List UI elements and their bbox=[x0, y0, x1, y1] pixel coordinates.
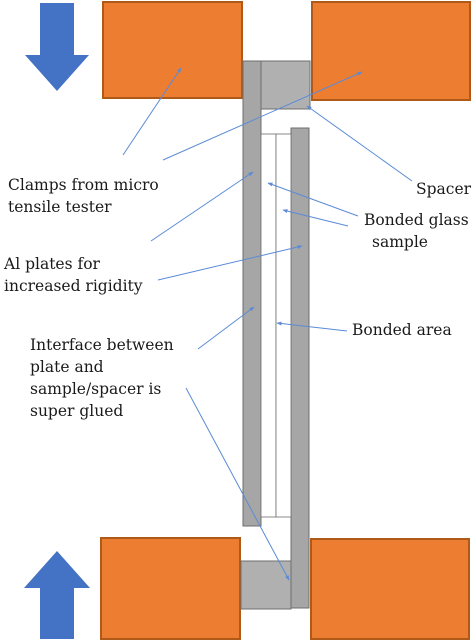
clamp-bottom-left bbox=[100, 537, 241, 640]
leader-al-plate-right bbox=[157, 245, 303, 281]
leader-glass-2 bbox=[282, 209, 349, 227]
label-bonded-glass: Bonded glass sample bbox=[364, 209, 469, 253]
clamp-bottom-right bbox=[310, 538, 470, 640]
label-bonded-glass-line1: Bonded glass bbox=[364, 211, 469, 229]
label-al-plates: Al plates for increased rigidity bbox=[4, 253, 143, 297]
leader-clamp-right bbox=[162, 71, 363, 161]
al-plate-right bbox=[290, 127, 310, 609]
leader-clamp-left bbox=[122, 67, 182, 156]
leader-al-plate-left bbox=[150, 171, 254, 242]
spacer-top bbox=[259, 60, 311, 110]
leader-interface-bottom bbox=[185, 387, 290, 581]
leader-glass-1 bbox=[267, 182, 359, 217]
label-clamps: Clamps from micro tensile tester bbox=[8, 174, 159, 218]
label-bonded-area: Bonded area bbox=[352, 319, 452, 341]
label-clamps-line2: tensile tester bbox=[8, 198, 112, 216]
label-clamps-line1: Clamps from micro bbox=[8, 176, 159, 194]
leader-interface-top bbox=[197, 306, 255, 350]
leader-spacer bbox=[306, 105, 413, 182]
label-al-plates-line1: Al plates for bbox=[4, 255, 100, 273]
leader-bonded-area bbox=[276, 321, 348, 332]
label-interface-line2: plate and bbox=[30, 358, 104, 376]
clamp-top-right bbox=[311, 1, 471, 101]
label-interface-line3: sample/spacer is bbox=[30, 380, 162, 398]
label-al-plates-line2: increased rigidity bbox=[4, 277, 143, 295]
label-spacer-line1: Spacer bbox=[416, 180, 472, 198]
label-bonded-area-line1: Bonded area bbox=[352, 321, 452, 339]
clamp-top-left bbox=[102, 1, 243, 99]
glass-sample-right bbox=[275, 133, 292, 518]
spacer-bottom bbox=[240, 560, 292, 610]
label-interface-line1: Interface between bbox=[30, 336, 174, 354]
label-interface: Interface between plate and sample/space… bbox=[30, 334, 174, 422]
label-bonded-glass-line2: sample bbox=[372, 233, 428, 251]
label-spacer: Spacer bbox=[416, 178, 471, 200]
al-plate-left bbox=[242, 60, 262, 527]
label-interface-line4: super glued bbox=[30, 402, 124, 420]
down-arrow-icon bbox=[25, 3, 89, 91]
up-arrow-icon bbox=[24, 551, 90, 639]
glass-sample-left bbox=[260, 133, 277, 518]
